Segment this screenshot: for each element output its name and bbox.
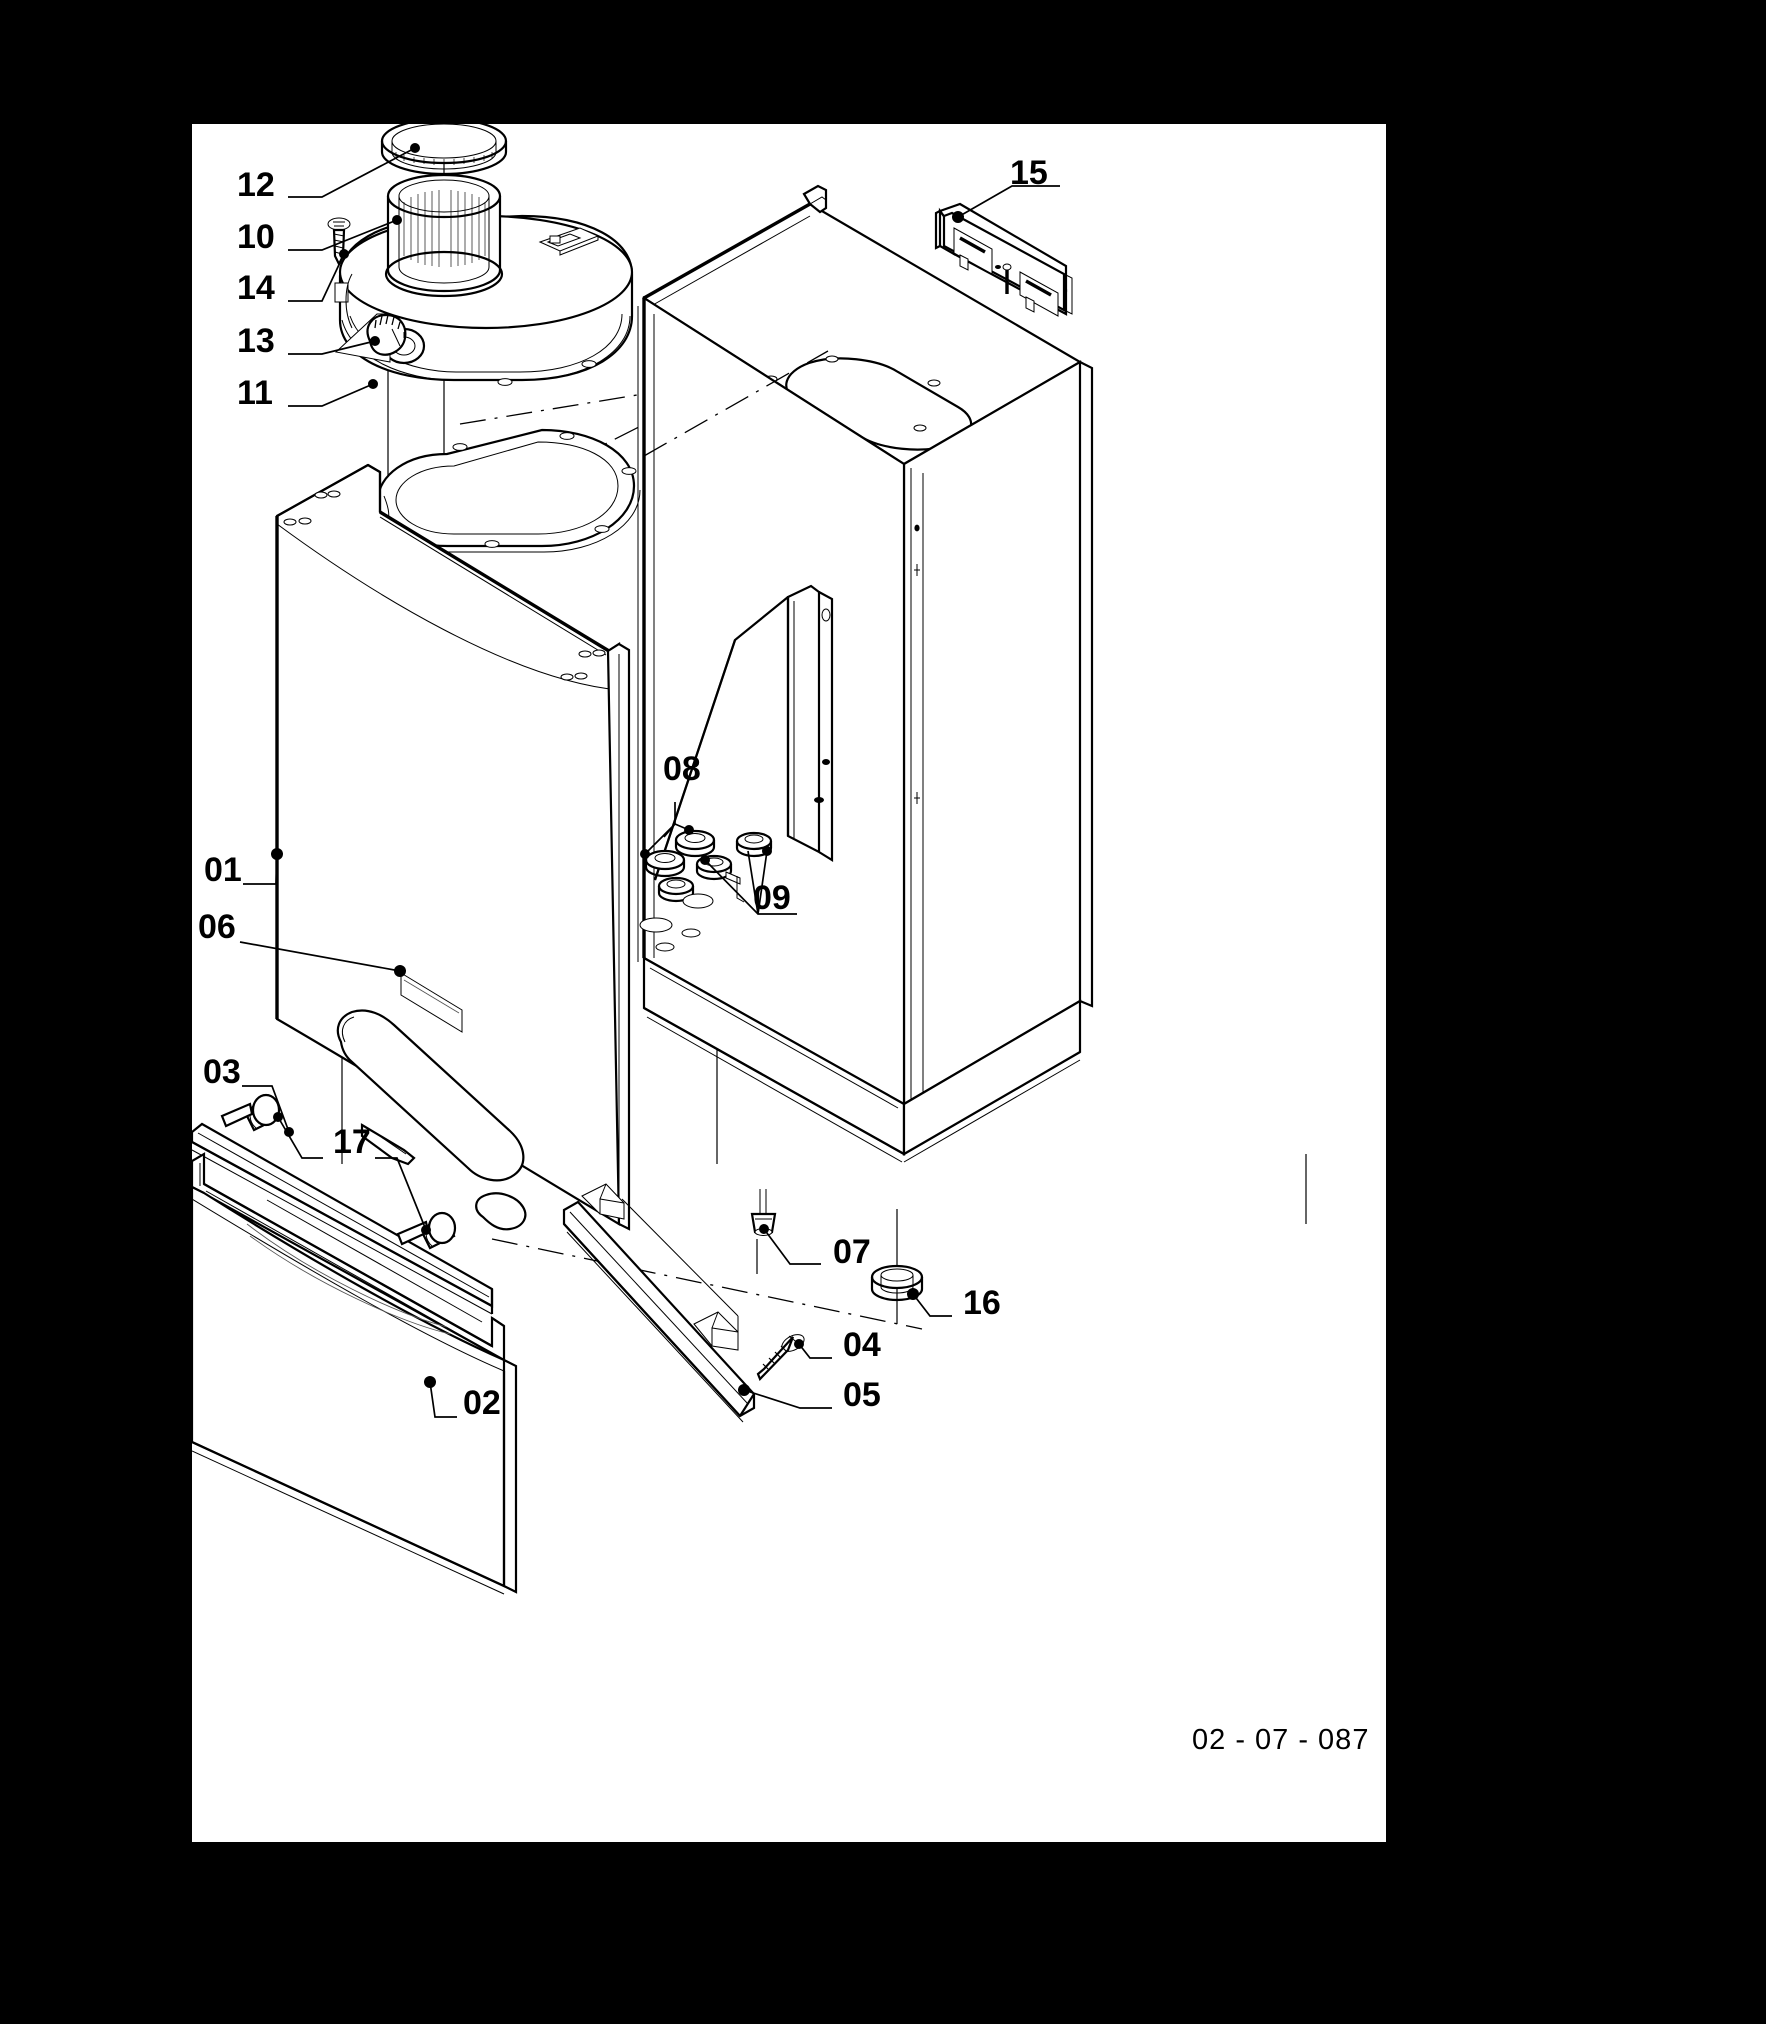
callout-label-layer: 01 02 03 04 05 06 07 08 09 10 11 12 13 14 15 16 17 [198,154,1048,1422]
callout-label-11: 11 [237,374,273,412]
part-15-wall-bracket [934,202,1073,317]
callout-label-16: 16 [963,1284,1001,1322]
callout-label-04: 04 [843,1326,881,1364]
callout-label-09: 09 [753,879,791,917]
diagram-canvas: 01 02 03 04 05 06 07 08 09 10 11 12 13 14 15 16 17 02 - … [192,124,1386,1842]
part-06-nameplate [400,972,463,1033]
callout-label-17: 17 [333,1123,371,1161]
grommet [735,831,773,858]
drawing-code: 02 - 07 - 087 [1192,1724,1369,1756]
pivot-pin [220,1093,281,1132]
part-05-base-trim [562,1183,756,1423]
callout-label-07: 07 [833,1233,871,1271]
part-12-flue-collar-ring [380,124,508,176]
part-02-door-panel [192,1152,518,1595]
part-01-front-panel [275,463,631,1231]
cabinet-assembly [637,184,1094,1163]
grommet [674,829,716,858]
callout-label-08: 08 [663,750,701,788]
callout-label-14: 14 [237,269,275,307]
callout-label-12: 12 [237,166,275,204]
callout-label-10: 10 [237,218,275,256]
part-03-door-trim [192,1122,494,1315]
grommet [644,849,686,878]
callout-label-02: 02 [463,1384,501,1422]
callout-leaders [239,143,1060,1418]
callout-label-13: 13 [237,322,275,360]
drawing-sheet: 01 02 03 04 05 06 07 08 09 10 11 12 13 14 15 16 17 02 - … [192,124,1386,1842]
callout-label-03: 03 [203,1053,241,1091]
callout-label-06: 06 [198,908,236,946]
callout-label-01: 01 [204,851,242,889]
callout-label-15: 15 [1010,154,1048,192]
part-10-blower-housing [334,173,634,386]
part-04-screw [756,1334,805,1381]
callout-label-05: 05 [843,1376,881,1414]
parts-08-09-grommets [639,829,773,952]
part-11-oval-gasket [376,428,641,553]
part-13-cap-plug [366,313,407,356]
